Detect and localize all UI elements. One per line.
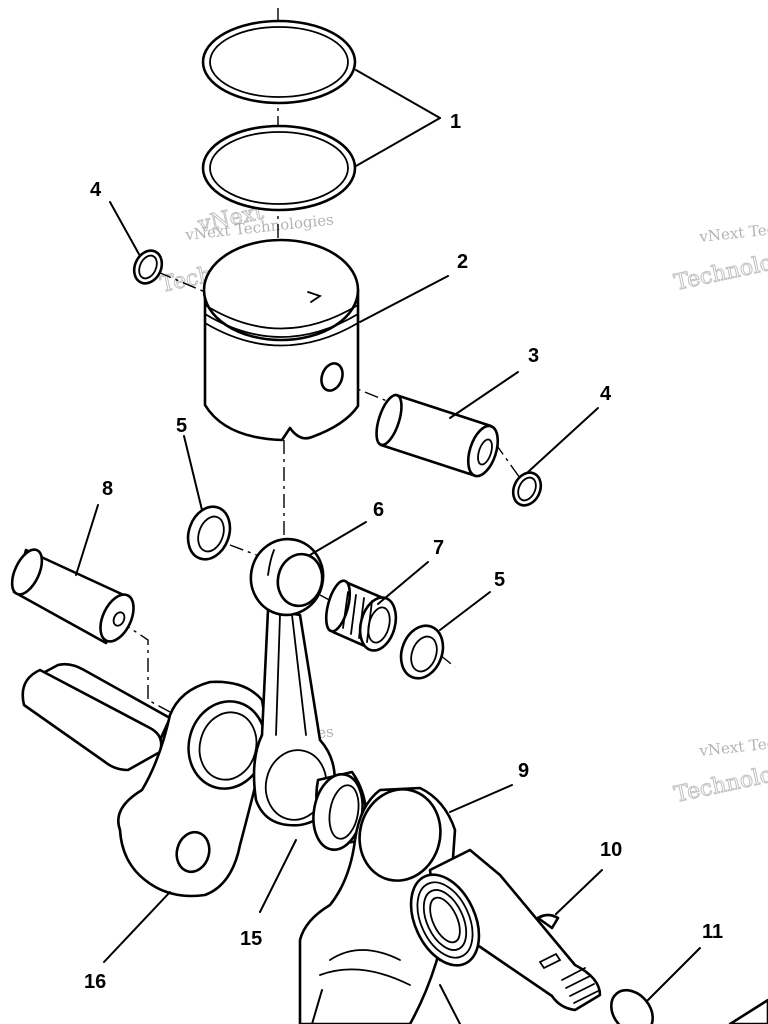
callout-10: 10: [600, 839, 622, 861]
thrust-washer-left: [186, 505, 232, 561]
leader-lines: [75, 69, 701, 1024]
crankshaft-right-half: [298, 786, 457, 1024]
crankshaft-left-half: [21, 662, 267, 898]
piston-ring-top: [201, 19, 357, 105]
callout-5-left: 5: [176, 415, 187, 437]
callout-4-left: 4: [90, 179, 102, 201]
callout-11: 11: [702, 921, 723, 943]
bearing-axis: [319, 594, 336, 604]
watermark-text-right-top: vNext Technologies: [698, 213, 768, 247]
callout-3: 3: [528, 345, 539, 367]
crankpin-axis: [117, 619, 171, 713]
piston: [202, 238, 360, 442]
main-bearing: [312, 770, 368, 851]
watermark-text-right-mid: vNext Technologies: [698, 727, 768, 761]
callout-1: 1: [450, 111, 461, 133]
thrust-washer-right: [399, 624, 445, 680]
clip-left-axis: [157, 271, 206, 293]
adjacent-part-edge: [728, 998, 768, 1024]
wrist-pin: [375, 393, 500, 478]
callout-9: 9: [518, 760, 529, 782]
watermark-tech-right-mid: Technologies: [672, 753, 768, 808]
clip-right-axis: [494, 442, 521, 479]
callout-8: 8: [102, 478, 113, 500]
callout-5-right: 5: [494, 569, 505, 591]
shaft-washer: [610, 988, 654, 1024]
callout-2: 2: [457, 251, 468, 273]
woodruff-key: [536, 913, 560, 930]
needle-bearing: [324, 579, 398, 652]
circlip-right: [511, 471, 543, 507]
callout-6: 6: [373, 499, 384, 521]
callout-4-right: 4: [600, 383, 612, 405]
connecting-rod: [249, 537, 336, 827]
callout-7: 7: [433, 537, 444, 559]
crankshaft-output-shaft: [409, 848, 602, 1012]
callout-16: 16: [84, 971, 106, 993]
circlip-left: [132, 249, 164, 285]
callout-15: 15: [240, 928, 262, 950]
piston-ring-bottom: [201, 124, 357, 212]
watermark-tech-right-top: Technologies: [672, 241, 768, 296]
crank-pin: [10, 548, 135, 645]
